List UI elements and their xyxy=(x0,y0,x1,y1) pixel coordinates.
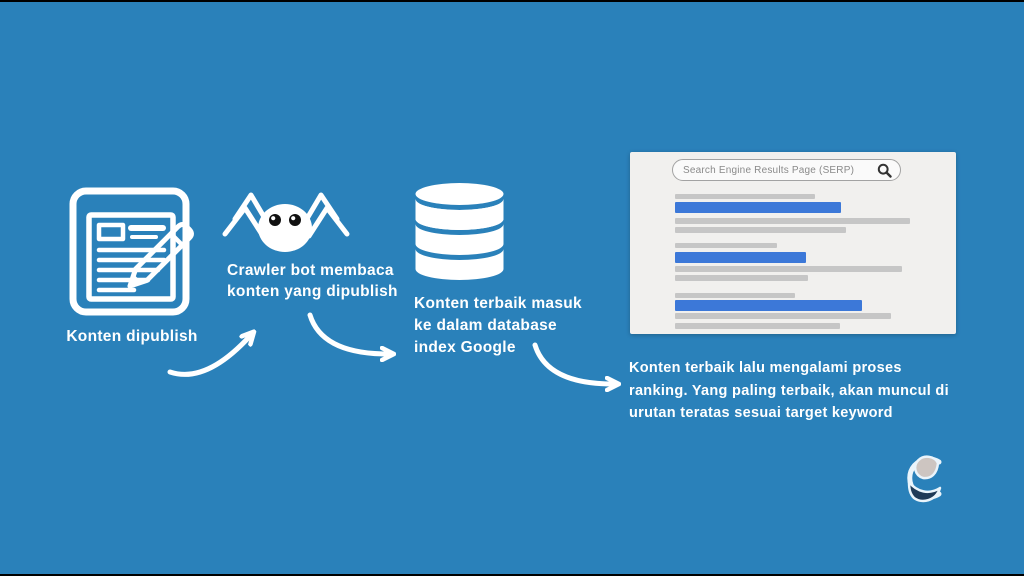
arrow-database-to-ranking xyxy=(532,342,631,398)
step-label-database: Konten terbaik masuk ke dalam database i… xyxy=(414,293,582,359)
step-label-ranking-line1: Konten terbaik lalu mengalami proses xyxy=(629,360,902,376)
serp-mockup: Search Engine Results Page (SERP) xyxy=(630,152,956,334)
step-label-ranking-line3: urutan teratas sesuai target keyword xyxy=(629,405,893,421)
document-pencil-icon xyxy=(69,187,194,316)
bottom-letterbox-bar xyxy=(0,574,1024,576)
serp-bar-blue xyxy=(675,252,806,263)
serp-bar-thin xyxy=(675,194,815,199)
serp-bar-gray xyxy=(675,275,808,281)
serp-result-group xyxy=(675,293,910,329)
serp-result-group xyxy=(675,243,910,281)
serp-bar-gray xyxy=(675,266,902,272)
serp-bar-gray xyxy=(675,313,891,319)
serp-result-group xyxy=(675,194,910,233)
step-label-crawler-line1: Crawler bot membaca xyxy=(227,262,394,279)
step-label-database-line1: Konten terbaik masuk xyxy=(414,295,582,312)
serp-search-bar: Search Engine Results Page (SERP) xyxy=(672,159,901,181)
step-label-database-line3: index Google xyxy=(414,339,516,356)
arrow-publish-to-crawler xyxy=(167,322,270,377)
search-icon xyxy=(877,163,892,178)
arrow-crawler-to-database xyxy=(307,312,406,368)
serp-results xyxy=(675,194,910,329)
step-label-crawler-line2: konten yang dipublish xyxy=(227,282,398,300)
serp-bar-thin xyxy=(675,243,777,248)
step-label-crawler: Crawler bot membaca konten yang dipublis… xyxy=(227,261,398,302)
step-label-ranking-line2: ranking. Yang paling terbaik, akan muncu… xyxy=(629,382,949,399)
database-icon xyxy=(415,183,504,280)
top-letterbox-bar xyxy=(0,0,1024,2)
serp-bar-thin xyxy=(675,293,795,298)
spider-icon xyxy=(222,192,350,252)
serp-bar-blue xyxy=(675,202,841,213)
step-label-publish: Konten dipublish xyxy=(66,328,198,345)
serp-bar-blue xyxy=(675,300,862,311)
serp-bar-gray xyxy=(675,218,910,224)
c-wave-logo xyxy=(907,455,942,503)
step-label-database-line2: ke dalam database xyxy=(414,317,557,334)
step-label-ranking: Konten terbaik lalu mengalami proses ran… xyxy=(629,357,949,425)
serp-search-label: Search Engine Results Page (SERP) xyxy=(683,164,855,176)
serp-bar-gray xyxy=(675,323,840,329)
serp-bar-gray xyxy=(675,227,846,233)
